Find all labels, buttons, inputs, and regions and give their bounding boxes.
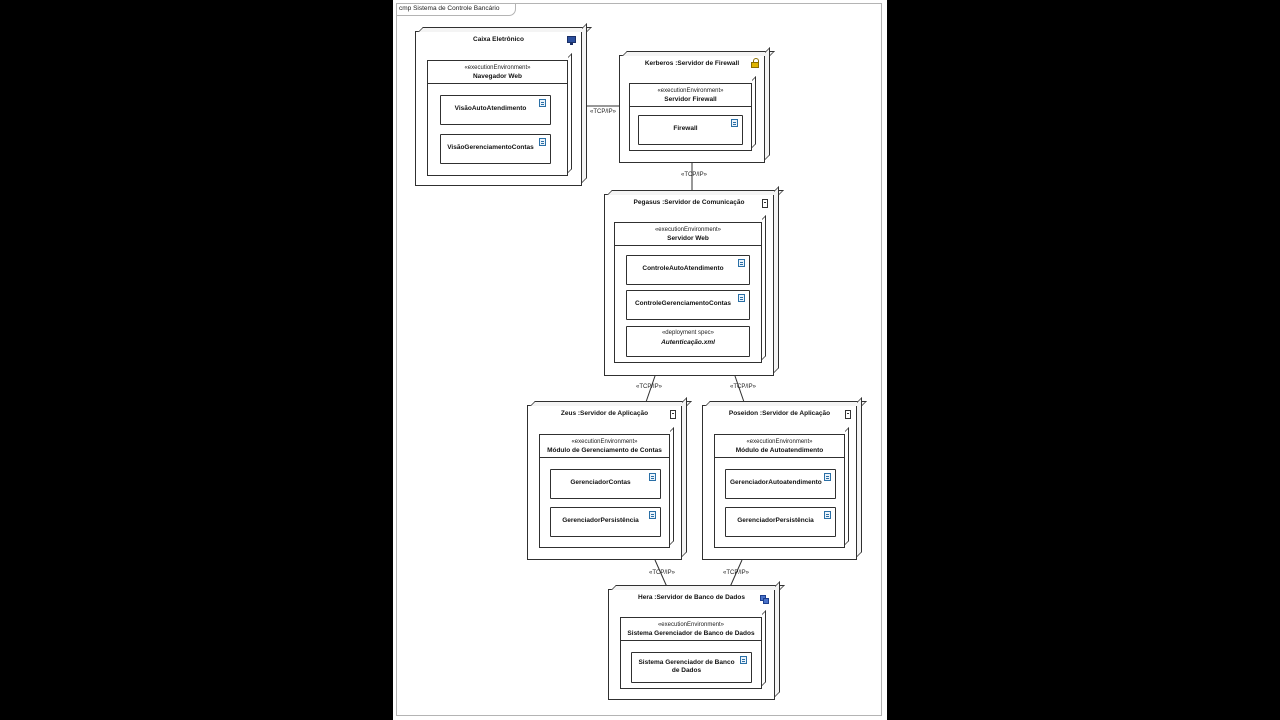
env-navegador-web[interactable]: «executionEnvironment» Navegador Web Vis… [427,60,568,176]
artifact-icon [539,99,546,107]
artifact-name: ControleGerenciamentoContas [634,300,732,307]
artifact-name: VisãoGerenciamentoContas [447,144,534,151]
artifact-controle-gerenciamento-contas[interactable]: ControleGerenciamentoContas [626,290,750,320]
artifact-name: ControleAutoAtendimento [642,265,724,272]
server-icon [670,410,676,419]
env-header: «executionEnvironment» Módulo de Gerenci… [540,435,669,458]
node-title: Zeus :Servidor de Aplicação [560,410,649,417]
artifact-controle-auto-atendimento[interactable]: ControleAutoAtendimento [626,255,750,285]
env-modulo-gerenciamento-contas[interactable]: «executionEnvironment» Módulo de Gerenci… [539,434,670,548]
diagram-canvas: cmp Sistema de Controle Bancário «TCP/IP… [393,0,887,720]
artifact-visao-gerenciamento-contas[interactable]: VisãoGerenciamentoContas [440,134,551,164]
artifact-firewall[interactable]: Firewall [638,115,743,145]
env-name: Módulo de Autoatendimento [735,447,824,454]
env-servidor-firewall[interactable]: «executionEnvironment» Servidor Firewall… [629,83,752,151]
artifact-name: VisãoAutoAtendimento [454,105,527,112]
spec-stereotype: «deployment spec» [661,330,715,336]
artifact-icon [738,294,745,302]
env-header: «executionEnvironment» Navegador Web [428,61,567,84]
env-stereotype: «executionEnvironment» [746,439,813,445]
spec-name: Autenticação.xml [661,339,715,346]
connector-poseidon-hera[interactable] [729,559,743,588]
node-title: Pegasus :Servidor de Comunicação [633,199,745,206]
server-icon [762,199,768,208]
artifact-sgbd[interactable]: Sistema Gerenciador de Banco de Dados [631,652,752,683]
connector-label-pegasus-zeus: «TCP/IP» [636,384,663,390]
env-name: Servidor Web [667,235,709,242]
env-servidor-web[interactable]: «executionEnvironment» Servidor Web Cont… [614,222,762,363]
env-name: Navegador Web [472,73,522,80]
node-title: Kerberos :Servidor de Firewall [644,60,740,67]
deployment-spec-autenticacao[interactable]: «deployment spec» Autenticação.xml [626,326,750,357]
env-stereotype: «executionEnvironment» [571,439,638,445]
artifact-icon [539,138,546,146]
env-stereotype: «executionEnvironment» [464,65,531,71]
diagram-frame [396,3,882,716]
env-name: Módulo de Gerenciamento de Contas [547,447,662,454]
node-title: Caixa Eletrônico [473,36,524,43]
artifact-name: GerenciadorContas [570,479,631,486]
artifact-name: GerenciadorAutoatendimento [730,479,822,486]
artifact-visao-auto-atendimento[interactable]: VisãoAutoAtendimento [440,95,551,125]
env-stereotype: «executionEnvironment» [657,88,724,94]
env-sgbd[interactable]: «executionEnvironment» Sistema Gerenciad… [620,617,762,689]
connector-label-pegasus-poseidon: «TCP/IP» [730,384,757,390]
connector-zeus-hera[interactable] [654,559,668,588]
env-header: «executionEnvironment» Sistema Gerenciad… [621,618,761,641]
connector-label-poseidon-hera: «TCP/IP» [723,570,750,576]
connector-pegasus-poseidon[interactable] [734,375,745,403]
artifact-icon [738,259,745,267]
node-pegasus-comunicacao[interactable]: Pegasus :Servidor de Comunicação «execut… [604,194,774,376]
artifact-gerenciador-persistencia[interactable]: GerenciadorPersistência [725,507,836,537]
artifact-icon [824,511,831,519]
env-name: Servidor Firewall [664,96,717,103]
artifact-icon [649,511,656,519]
artifact-name: GerenciadorPersistência [562,517,639,524]
env-stereotype: «executionEnvironment» [654,227,722,233]
artifact-name: Firewall [673,125,698,132]
env-header: «executionEnvironment» Servidor Web [615,223,761,246]
artifact-icon [824,473,831,481]
artifact-name: Sistema Gerenciador de Banco de Dados [638,659,735,674]
artifact-icon [731,119,738,127]
env-header: «executionEnvironment» Servidor Firewall [630,84,751,107]
artifact-name: GerenciadorPersistência [737,517,814,524]
connector-label-zeus-hera: «TCP/IP» [649,570,676,576]
artifact-gerenciador-autoatendimento[interactable]: GerenciadorAutoatendimento [725,469,836,499]
connector-label-kerberos-pegasus: «TCP/IP» [681,172,708,178]
artifact-icon [649,473,656,481]
connector-lines [582,105,745,588]
artifact-gerenciador-persistencia[interactable]: GerenciadorPersistência [550,507,661,537]
atm-device-icon [567,36,576,45]
node-zeus-aplicacao[interactable]: Zeus :Servidor de Aplicação «executionEn… [527,405,682,560]
node-poseidon-aplicacao[interactable]: Poseidon :Servidor de Aplicação «executi… [702,405,857,560]
database-icon [760,595,769,604]
connector-pegasus-zeus[interactable] [645,375,656,403]
node-title: Hera :Servidor de Banco de Dados [638,594,745,601]
diagram-frame-title: cmp Sistema de Controle Bancário [396,3,517,16]
env-name: Sistema Gerenciador de Banco de Dados [627,630,755,637]
server-icon [845,410,851,419]
connector-label-caixa-kerberos: «TCP/IP» [590,109,617,115]
env-header: «executionEnvironment» Módulo de Autoate… [715,435,844,458]
node-caixa-eletronico[interactable]: Caixa Eletrônico «executionEnvironment» … [415,31,582,186]
env-stereotype: «executionEnvironment» [657,622,725,628]
node-hera-banco-de-dados[interactable]: Hera :Servidor de Banco de Dados «execut… [608,589,775,700]
node-title: Poseidon :Servidor de Aplicação [728,410,831,417]
node-kerberos-firewall[interactable]: Kerberos :Servidor de Firewall «executio… [619,55,765,163]
lock-icon [751,58,759,68]
env-modulo-autoatendimento[interactable]: «executionEnvironment» Módulo de Autoate… [714,434,845,548]
artifact-icon [740,656,747,664]
artifact-gerenciador-contas[interactable]: GerenciadorContas [550,469,661,499]
